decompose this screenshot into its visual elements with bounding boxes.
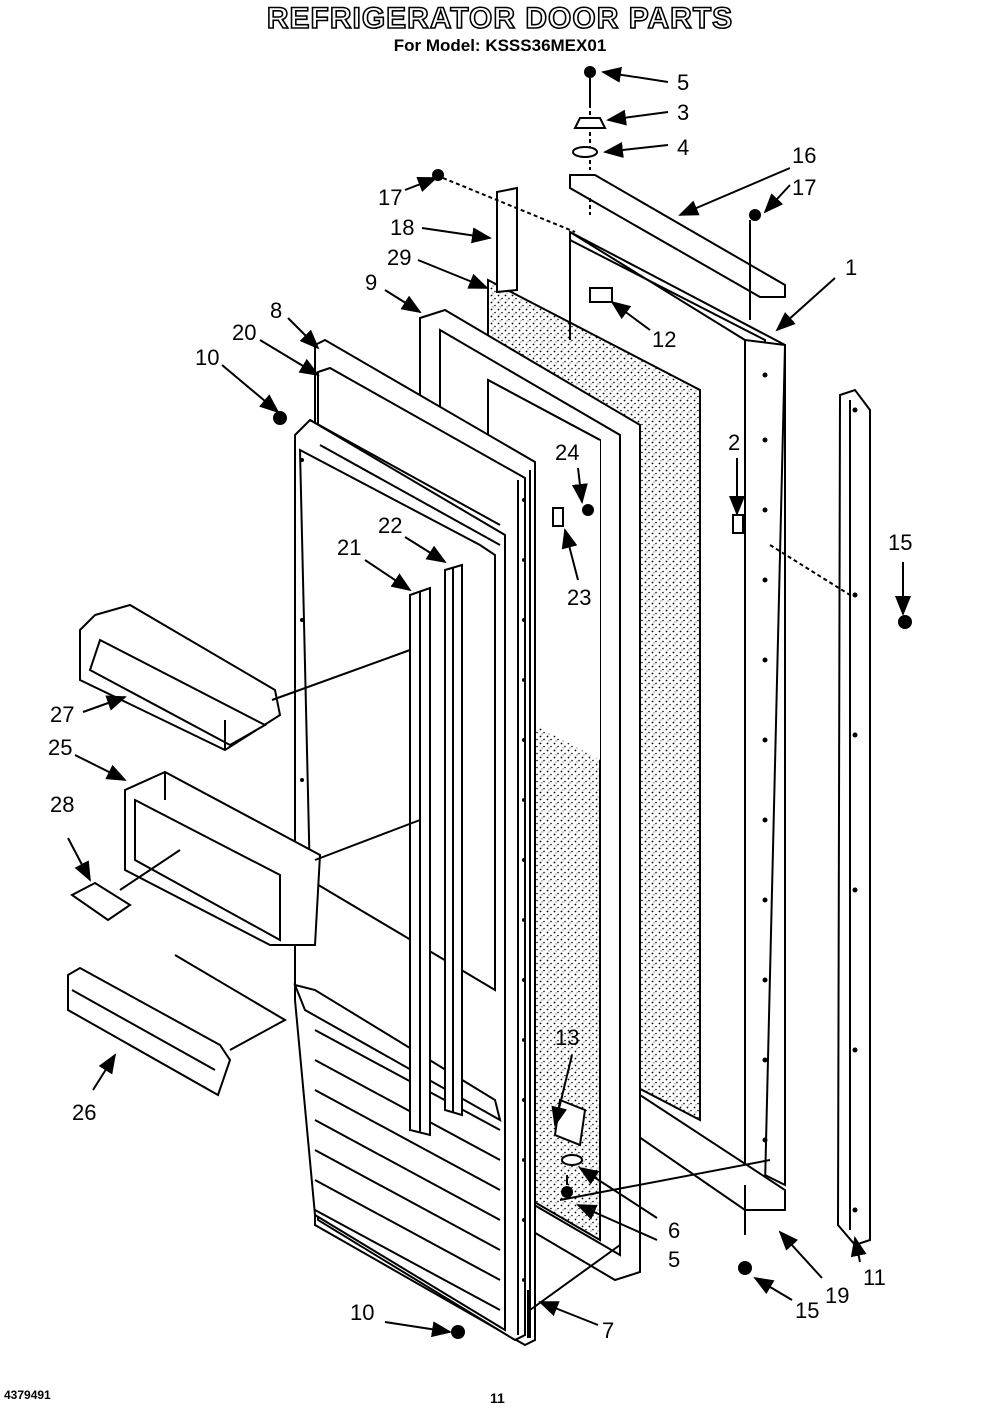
- page-number: 11: [490, 1390, 505, 1406]
- callout-5-top: 5: [677, 70, 689, 95]
- callout-2: 2: [728, 430, 740, 455]
- callout-8: 8: [270, 298, 282, 323]
- callout-4: 4: [677, 135, 689, 160]
- dispenser-housing: [119, 770, 421, 946]
- door-liner: [293, 418, 506, 1332]
- callout-28: 28: [50, 792, 74, 817]
- callout-10-top: 10: [195, 345, 219, 370]
- callout-15-right: 15: [888, 530, 912, 555]
- callout-6: 6: [668, 1218, 680, 1243]
- callout-23: 23: [567, 585, 591, 610]
- callout-18: 18: [390, 215, 414, 240]
- hinge-strip-top: [569, 174, 786, 298]
- callout-9: 9: [365, 270, 377, 295]
- callout-12: 12: [652, 327, 676, 352]
- side-trim: [836, 388, 871, 1247]
- model-subtitle: For Model: KSSS36MEX01: [393, 36, 607, 55]
- callout-27: 27: [50, 702, 74, 727]
- callout-15-bottom: 15: [795, 1298, 819, 1323]
- callout-22: 22: [378, 513, 402, 538]
- callout-26: 26: [72, 1100, 96, 1125]
- callout-16: 16: [792, 143, 816, 168]
- support-strip: [496, 186, 518, 294]
- hardware: [273, 66, 912, 1339]
- callout-20: 20: [232, 320, 256, 345]
- document-number: 4379491: [4, 1388, 51, 1402]
- callout-10-bottom: 10: [350, 1300, 374, 1325]
- callout-7: 7: [602, 1318, 614, 1343]
- dispenser-trim: [67, 966, 232, 1097]
- callout-29: 29: [387, 245, 411, 270]
- door-bin: [79, 603, 411, 752]
- callout-1: 1: [845, 255, 857, 280]
- callout-25: 25: [48, 735, 72, 760]
- callout-3: 3: [677, 100, 689, 125]
- page-title: REFRIGERATOR DOOR PARTS: [266, 1, 734, 36]
- callout-5-bottom: 5: [668, 1247, 680, 1272]
- callout-11: 11: [863, 1265, 886, 1290]
- callout-19: 19: [825, 1283, 849, 1308]
- outer-door-panel: [569, 230, 787, 1187]
- callout-17-left: 17: [378, 185, 402, 210]
- callout-17-right: 17: [792, 175, 816, 200]
- callout-13: 13: [555, 1025, 579, 1050]
- callout-24: 24: [555, 440, 579, 465]
- drip-tray: [70, 881, 132, 922]
- callout-21: 21: [337, 535, 361, 560]
